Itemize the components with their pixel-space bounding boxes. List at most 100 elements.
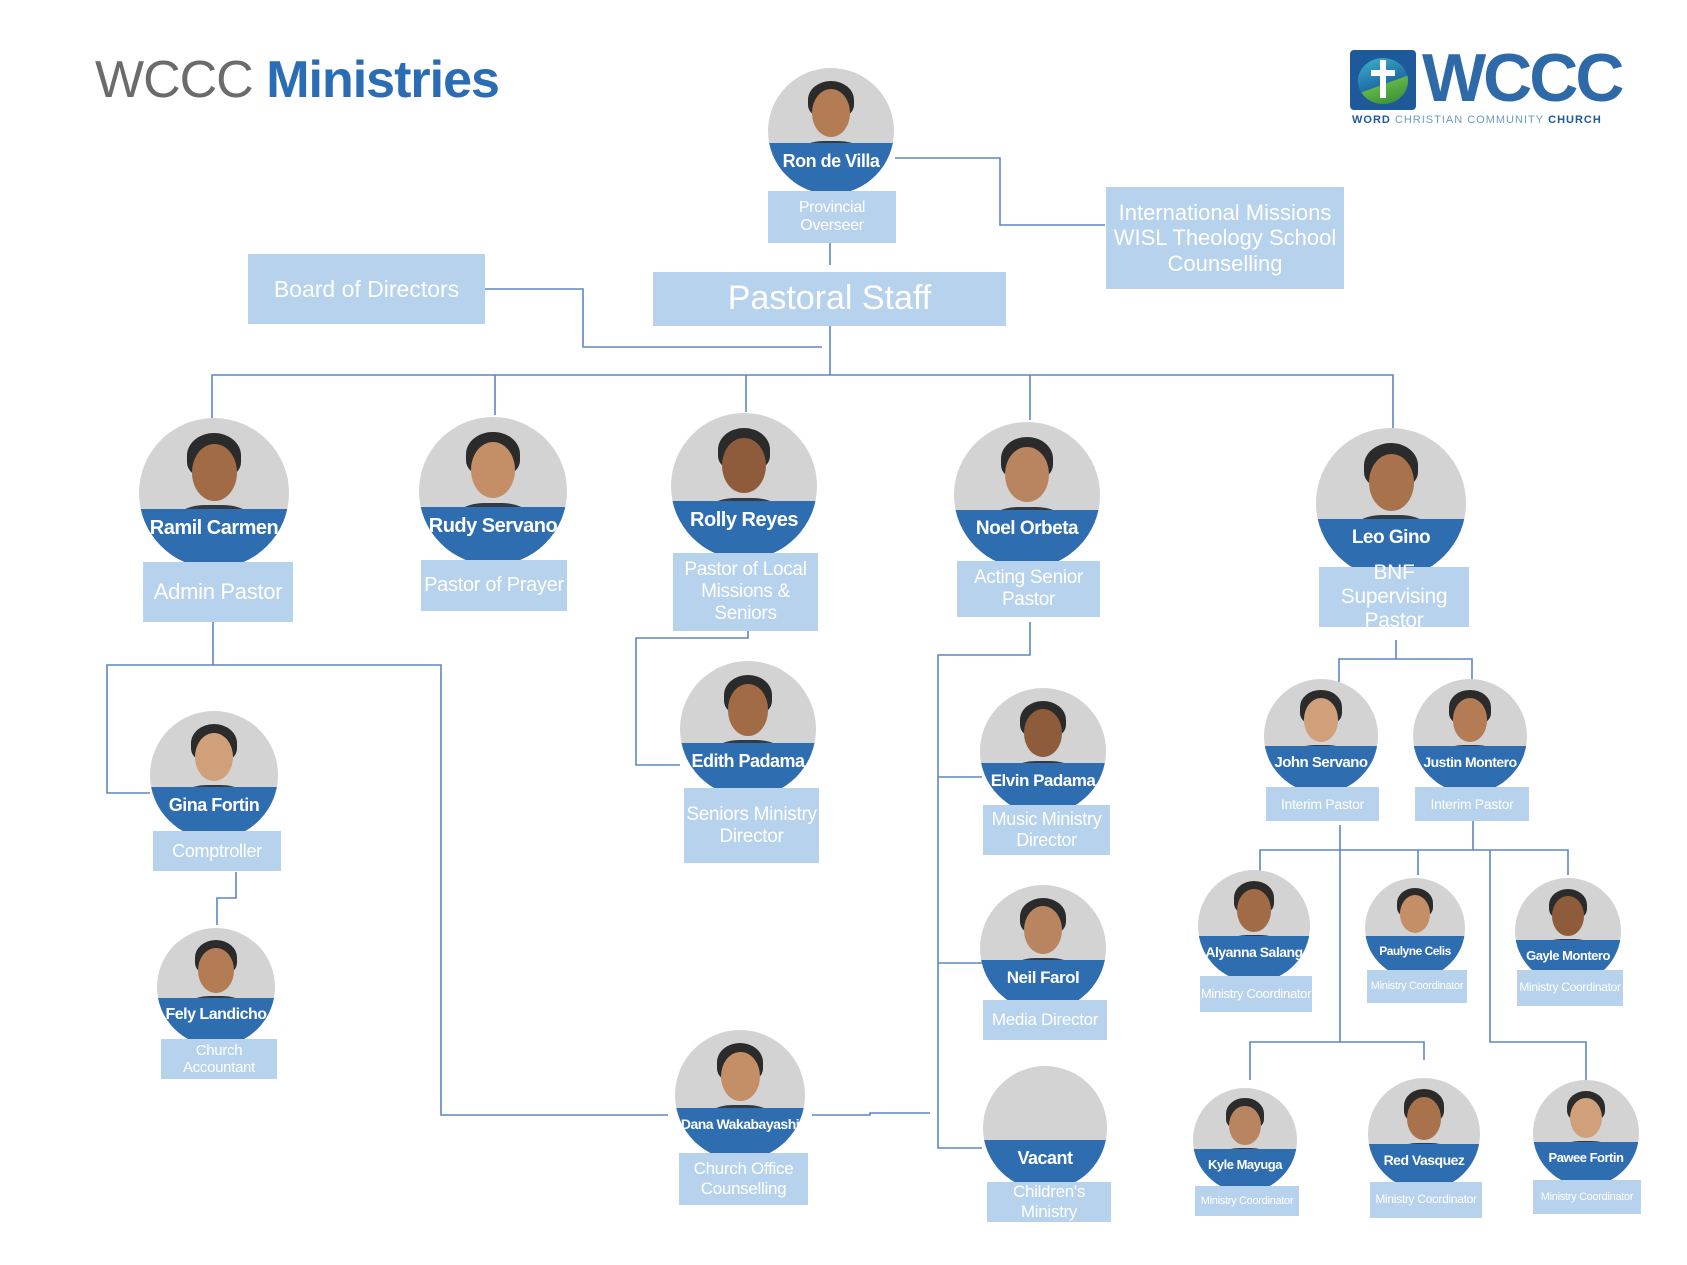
logo-sub-mid: CHRISTIAN COMMUNITY xyxy=(1394,114,1545,126)
role-line: Accountant xyxy=(182,1059,256,1076)
role-line: Church Office xyxy=(693,1159,794,1179)
role-line: Ministry Coordinator xyxy=(1540,1190,1634,1203)
person-dana: Dana Wakabayashi xyxy=(675,1030,805,1160)
international-line-3: Counselling xyxy=(1167,250,1283,276)
person-gayle: Gayle Montero xyxy=(1515,878,1621,984)
name-band: Alyanna Salang xyxy=(1198,935,1310,982)
avatar: Noel Orbeta xyxy=(954,422,1100,568)
role-box-kyle: Ministry Coordinator xyxy=(1195,1186,1299,1216)
name-band: Dana Wakabayashi xyxy=(675,1107,805,1160)
connector-ron-international xyxy=(895,157,1105,226)
role-box-gayle: Ministry Coordinator xyxy=(1517,970,1623,1006)
portrait-face xyxy=(1024,709,1062,758)
avatar: Ron de Villa xyxy=(768,68,894,194)
person-leo: Leo Gino xyxy=(1316,428,1466,578)
avatar: Elvin Padama xyxy=(980,688,1106,814)
person-rolly: Rolly Reyes xyxy=(671,413,817,559)
name-band: Vacant xyxy=(983,1139,1107,1190)
person-kyle: Kyle Mayuga xyxy=(1193,1088,1297,1192)
role-line: Pastor of Prayer xyxy=(424,574,564,596)
portrait-face xyxy=(1229,1105,1261,1146)
wccc-logo: WCCC WORD CHRISTIAN COMMUNITY CHURCH xyxy=(1350,44,1625,130)
avatar: Red Vasquez xyxy=(1368,1078,1480,1190)
connector-gina-fely xyxy=(216,872,237,925)
role-line: Ministry Coordinator xyxy=(1200,1194,1294,1207)
person-ron: Ron de Villa xyxy=(768,68,894,194)
connector-noel-children xyxy=(937,622,1031,1149)
role-line: Missions & Seniors xyxy=(701,581,790,624)
role-line: BNF Supervising xyxy=(1340,560,1448,608)
portrait-face xyxy=(1552,896,1584,937)
person-justin: Justin Montero xyxy=(1413,679,1527,793)
avatar: Kyle Mayuga xyxy=(1193,1088,1297,1192)
role-line: Ministry Coordinator xyxy=(1375,1192,1477,1207)
role-line: Director xyxy=(719,825,784,847)
avatar: Gina Fortin xyxy=(150,711,278,839)
avatar: John Servano xyxy=(1264,679,1378,793)
portrait-face xyxy=(1368,453,1414,511)
name-band: Edith Padama xyxy=(680,742,816,797)
role-line: Children's Ministry xyxy=(1012,1182,1086,1221)
portrait-face xyxy=(812,89,850,138)
portrait-face xyxy=(470,442,516,499)
role-line: Pastor of Local xyxy=(684,559,807,581)
portrait-face xyxy=(194,732,234,782)
avatar: Ramil Carmen xyxy=(139,418,289,568)
pastoral-staff-box: Pastoral Staff xyxy=(653,272,1006,326)
avatar: Leo Gino xyxy=(1316,428,1466,578)
role-box-paulyne: Ministry Coordinator xyxy=(1367,970,1467,1003)
portrait-face xyxy=(1024,906,1062,955)
avatar: Pawee Fortin xyxy=(1533,1080,1639,1186)
portrait-face xyxy=(722,437,766,494)
role-line: Acting Senior xyxy=(973,567,1084,589)
role-box-pawee: Ministry Coordinator xyxy=(1533,1180,1641,1214)
name-band: Ron de Villa xyxy=(768,143,894,194)
portrait-face xyxy=(1400,895,1430,933)
avatar: Dana Wakabayashi xyxy=(675,1030,805,1160)
connector-board xyxy=(485,288,822,348)
role-line: Interim Pastor xyxy=(1281,795,1364,812)
avatar: Vacant xyxy=(983,1066,1107,1190)
name-band: Kyle Mayuga xyxy=(1193,1148,1297,1192)
role-line: Ministry Coordinator xyxy=(1200,985,1312,1001)
connector-leo-john xyxy=(1338,640,1397,683)
name-band: Pawee Fortin xyxy=(1533,1141,1639,1186)
connector-justin-gayle xyxy=(1473,849,1569,875)
role-line: Media Director xyxy=(991,1010,1099,1030)
person-noel: Noel Orbeta xyxy=(954,422,1100,568)
role-line: Overseer xyxy=(800,217,864,234)
role-line: Comptroller xyxy=(172,840,262,861)
role-line: Director xyxy=(1016,830,1077,850)
portrait-face xyxy=(1237,889,1271,932)
person-john: John Servano xyxy=(1264,679,1378,793)
portrait-face xyxy=(1303,698,1339,742)
international-line-2: WISL Theology School xyxy=(1113,225,1337,251)
avatar: Neil Farol xyxy=(980,885,1106,1011)
role-line: Ministry Coordinator xyxy=(1519,980,1621,995)
pastoral-label: Pastoral Staff xyxy=(727,279,932,318)
role-box-alyanna: Ministry Coordinator xyxy=(1200,976,1312,1012)
globe-cross-icon xyxy=(1350,50,1416,110)
portrait-face xyxy=(191,443,237,501)
person-gina: Gina Fortin xyxy=(150,711,278,839)
role-box-rudy: Pastor of Prayer xyxy=(421,560,567,611)
page-title: WCCC Ministries xyxy=(95,50,500,110)
name-band: Justin Montero xyxy=(1413,746,1527,793)
avatar: Gayle Montero xyxy=(1515,878,1621,984)
person-vacant: Vacant xyxy=(983,1066,1107,1190)
role-line: Counselling xyxy=(700,1179,787,1198)
person-red: Red Vasquez xyxy=(1368,1078,1480,1190)
role-line: Seniors Ministry xyxy=(686,803,817,825)
name-band: Fely Landicho xyxy=(157,997,275,1046)
connector-dana-right xyxy=(812,1112,930,1116)
person-alyanna: Alyanna Salang xyxy=(1198,870,1310,982)
person-elvin: Elvin Padama xyxy=(980,688,1106,814)
